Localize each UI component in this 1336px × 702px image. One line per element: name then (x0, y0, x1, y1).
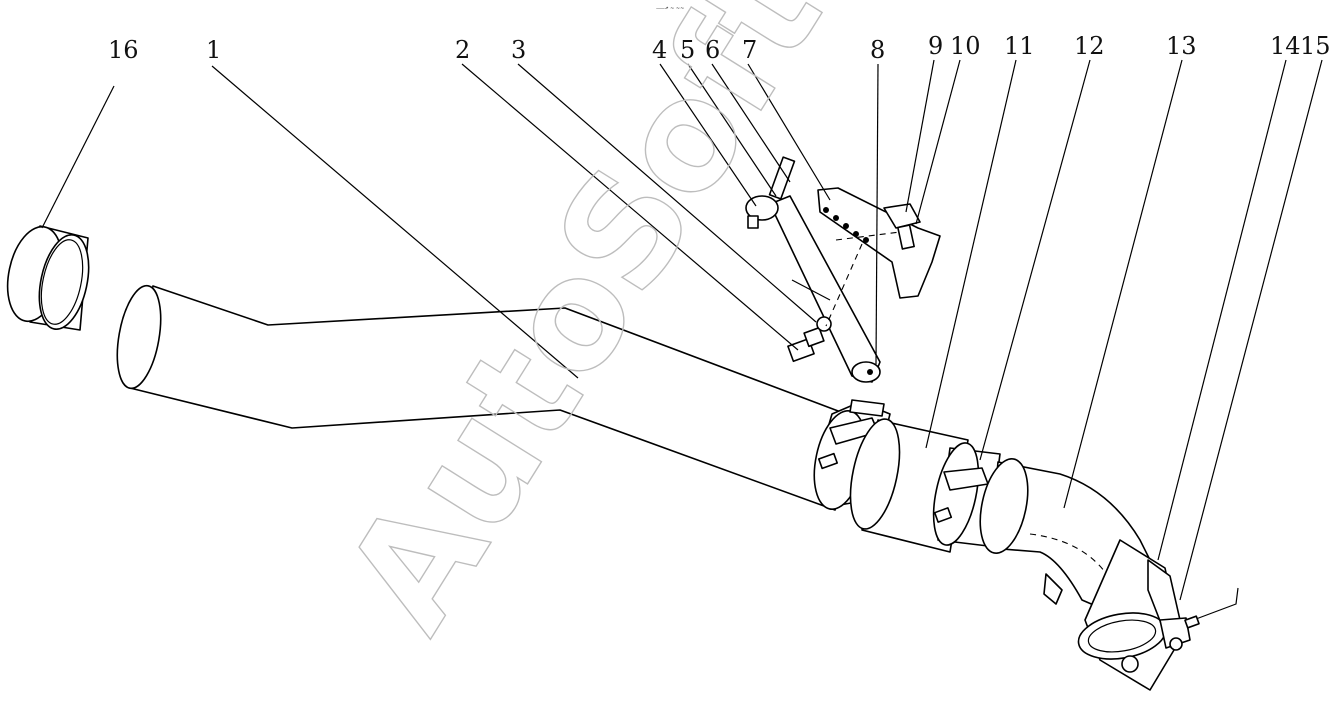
part-7-support-bracket (817, 187, 941, 299)
part-8-strap-plate (769, 195, 881, 383)
callout-2: 2 (455, 36, 470, 64)
callout-12: 12 (1074, 32, 1105, 60)
part-13-outlet-flange (1077, 539, 1181, 691)
part-2-3-lower-bolt (787, 316, 832, 363)
callout-10: 10 (950, 32, 981, 60)
callout-4: 4 (652, 36, 667, 64)
callout-7: 7 (742, 36, 757, 64)
part-14-clamp-bolt (1159, 617, 1191, 651)
callout-13: 13 (1166, 32, 1197, 60)
part-16-sleeve (6, 225, 90, 331)
callout-14: 14 (1270, 32, 1301, 60)
callout-16: 16 (108, 36, 139, 64)
callout-11: 11 (1004, 32, 1035, 60)
leader-lines (41, 59, 1323, 601)
callout-8: 8 (870, 36, 885, 64)
callout-6: 6 (705, 36, 720, 64)
callout-5: 5 (680, 36, 695, 64)
callout-15: 15 (1300, 32, 1331, 60)
callout-9: 9 (928, 32, 943, 60)
callout-1: 1 (206, 36, 221, 64)
header-code: ⸺⬏ ~ ~~ (656, 6, 684, 12)
callout-numbers: 16 1 2 3 4 5 6 7 8 9 10 11 12 13 14 15 (108, 32, 1331, 64)
part-1-intake-pipe (116, 284, 863, 511)
part-9-10-bracket-bolt (883, 203, 921, 250)
callout-3: 3 (511, 36, 526, 64)
part-15-small-fitting (1184, 587, 1239, 629)
